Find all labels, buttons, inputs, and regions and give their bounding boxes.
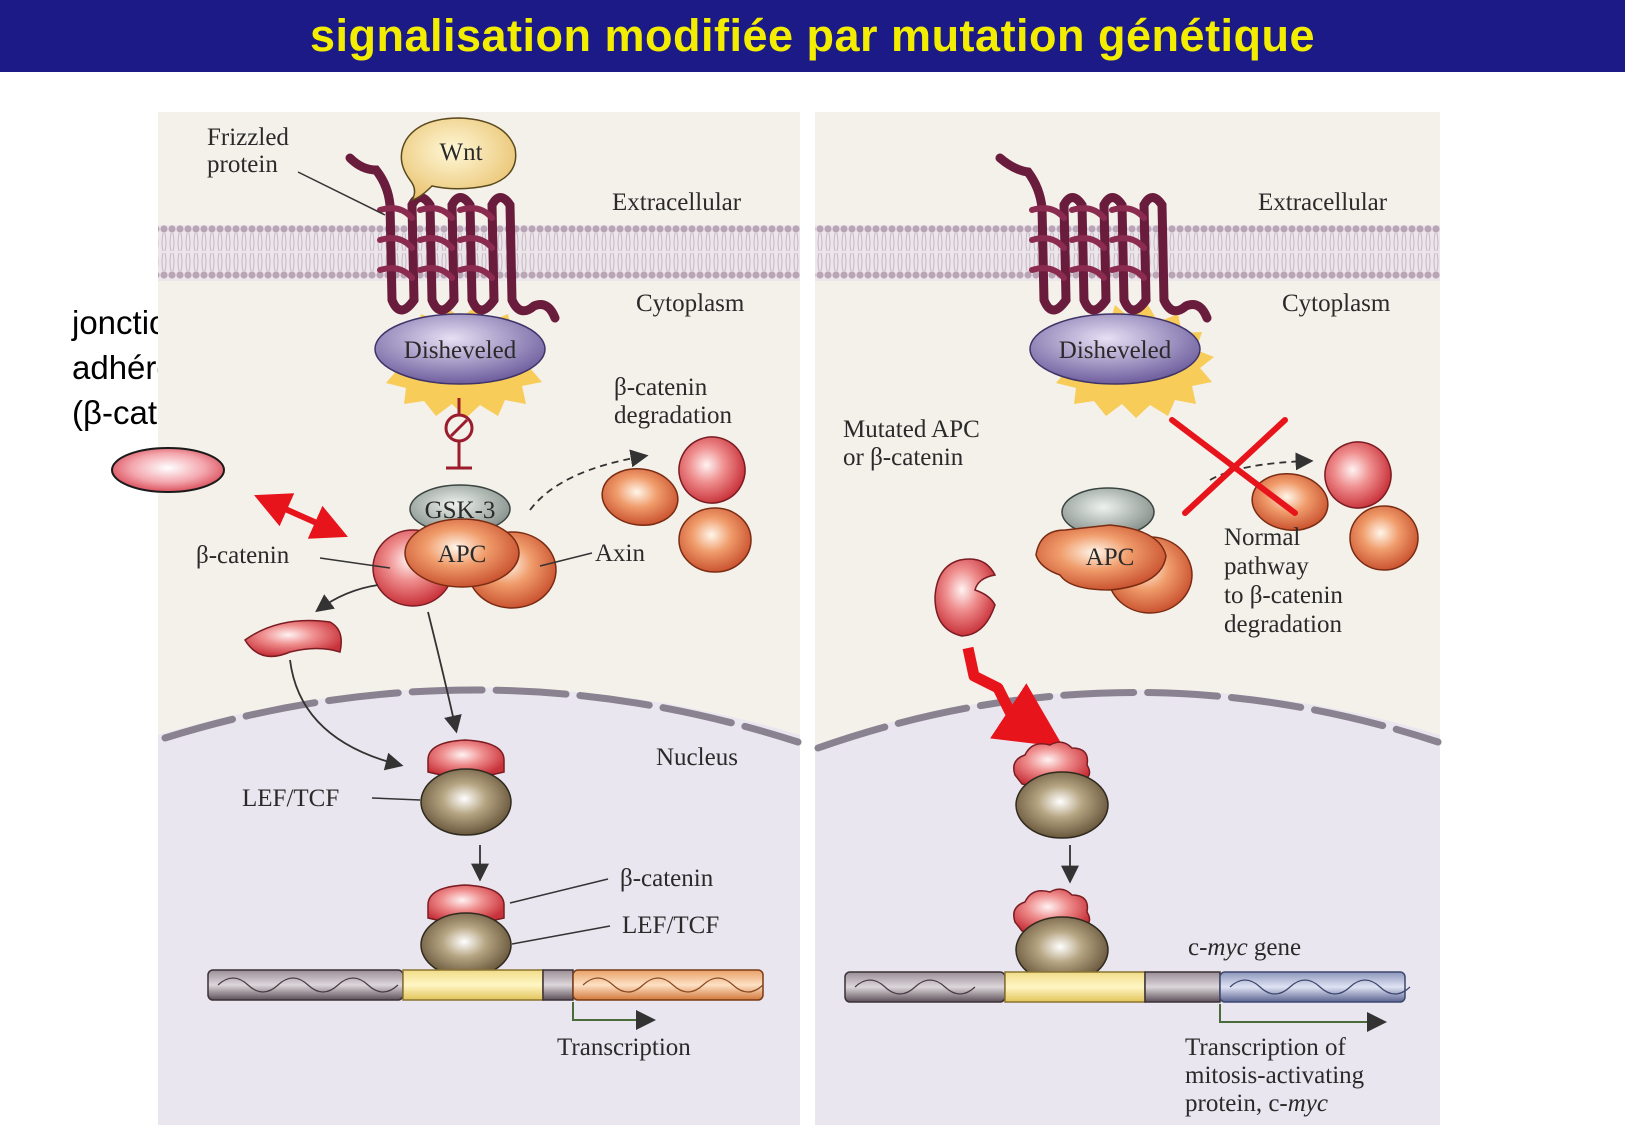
right-apc-blob: [1035, 524, 1167, 591]
left-free-beta-catenin: [244, 619, 342, 658]
left-destruction-complex: GSK-3 APC: [372, 484, 557, 609]
left-membrane: [158, 225, 800, 281]
page-title: signalisation modifiée par mutation géné…: [309, 10, 1316, 61]
right-transcription-label-3: protein, c-myc: [1185, 1090, 1328, 1117]
right-normal-label-1: Normal: [1224, 524, 1300, 551]
left-bound-lef-tcf-label: LEF/TCF: [622, 912, 719, 939]
left-disheveled-body: [374, 313, 546, 385]
left-lef-tcf-label: LEF/TCF: [242, 785, 339, 812]
left-nuclear-envelope: [161, 686, 802, 746]
left-degradation-label-1: β-catenin: [614, 374, 708, 401]
left-lef-tcf-1: [420, 768, 512, 836]
left-panel: Disheveled Wnt Frizzled protein Extracel…: [158, 112, 802, 1125]
right-degradation-ball-2: [1251, 473, 1329, 531]
right-disheveled-body: [1029, 313, 1201, 385]
left-inhibition-symbol: [444, 398, 474, 470]
title-bar: signalisation modifiée par mutation géné…: [0, 0, 1625, 72]
left-beta-catenin-leader: [319, 557, 391, 569]
right-transcription-label-3-italic: myc: [1288, 1090, 1328, 1117]
left-bound-beta-catenin-label: β-catenin: [620, 865, 714, 892]
right-mutated-label-2: or β-catenin: [843, 444, 964, 471]
left-disheveled: Disheveled: [374, 305, 546, 418]
left-axin-label: Axin: [595, 540, 646, 567]
left-beta-catenin-label: β-catenin: [196, 542, 290, 569]
right-transcription-label-2: mitosis-activating: [1185, 1062, 1365, 1089]
left-lef-tcf-2: [420, 912, 512, 978]
right-cmyc-gene-label: c-myc gene: [1188, 934, 1301, 961]
right-transcription-arrow: [1219, 1004, 1387, 1032]
right-frizzled-protein: [995, 153, 1212, 323]
left-import-arrow-1: [289, 659, 404, 771]
left-axin-leader: [539, 552, 593, 567]
left-degradation-label-2: degradation: [614, 402, 733, 429]
right-transcription-label-3-prefix: protein, c-: [1185, 1090, 1288, 1117]
left-transcription-arrow: [572, 1002, 656, 1030]
left-apc-label: APC: [438, 541, 487, 568]
left-cytoplasm-label: Cytoplasm: [636, 290, 745, 317]
left-lef-tcf-leader: [371, 797, 421, 801]
left-transcription-label: Transcription: [557, 1034, 691, 1061]
left-import-arrow-2: [427, 611, 462, 734]
right-mutated-label-1: Mutated APC: [843, 416, 980, 443]
right-transcription-label-1: Transcription of: [1185, 1034, 1347, 1061]
right-import-arrow: [962, 646, 1064, 748]
left-frizzled-protein: [345, 153, 560, 323]
right-degradation-ball-3: [1349, 505, 1419, 571]
adherens-beta-catenin-capsule: [111, 447, 225, 493]
right-nucleus-area: [815, 689, 1440, 1125]
right-degradation-ball-1: [1324, 441, 1392, 509]
right-mutated-beta-catenin: [934, 558, 997, 637]
right-cmyc-prefix: c-: [1188, 934, 1207, 961]
left-release-arrow: [315, 584, 379, 613]
left-degradation-ball-3: [678, 507, 752, 573]
left-degradation-arrow: [529, 449, 649, 511]
right-extracellular-label: Extracellular: [1258, 189, 1388, 216]
right-dna: [844, 971, 1411, 1003]
left-degradation-ball-1: [678, 436, 746, 504]
left-wnt: Wnt: [400, 117, 517, 202]
left-extracellular-label: Extracellular: [612, 189, 742, 216]
right-lef-tcf-1: [1015, 771, 1109, 839]
left-degradation-ball-2: [601, 468, 679, 526]
left-frizzled-label-2: protein: [207, 151, 278, 178]
right-apc-label: APC: [1086, 544, 1135, 571]
exchange-double-arrow: [254, 493, 348, 539]
right-normal-label-4: degradation: [1224, 611, 1343, 638]
right-degradation-arrow: [1209, 452, 1314, 481]
right-nuclear-envelope: [814, 689, 1442, 752]
left-dna: [207, 969, 764, 1001]
left-bound-beta-catenin-leader: [509, 878, 609, 904]
right-panel: Disheveled Extracellular Cytoplasm Mutat…: [814, 112, 1442, 1125]
left-frizzled-leader: [297, 171, 386, 216]
left-frizzled-label-1: Frizzled: [207, 124, 289, 151]
blocked-cross-icon: [1169, 417, 1298, 516]
right-disheveled-label: Disheveled: [1059, 337, 1172, 364]
left-wnt-label: Wnt: [439, 139, 482, 166]
left-nucleus-label: Nucleus: [656, 744, 738, 771]
right-disheveled: Disheveled: [1029, 305, 1214, 418]
left-disheveled-label: Disheveled: [404, 337, 517, 364]
right-normal-label-3: to β-catenin: [1224, 582, 1343, 609]
right-cmyc-suffix: gene: [1248, 934, 1301, 961]
left-bound-lef-tcf-leader: [511, 925, 611, 945]
right-normal-label-2: pathway: [1224, 553, 1309, 580]
right-cmyc-italic: myc: [1207, 934, 1247, 961]
right-mutated-complex: APC: [1035, 487, 1193, 614]
right-cytoplasm-label: Cytoplasm: [1282, 290, 1391, 317]
left-apc-blob: [404, 518, 520, 588]
